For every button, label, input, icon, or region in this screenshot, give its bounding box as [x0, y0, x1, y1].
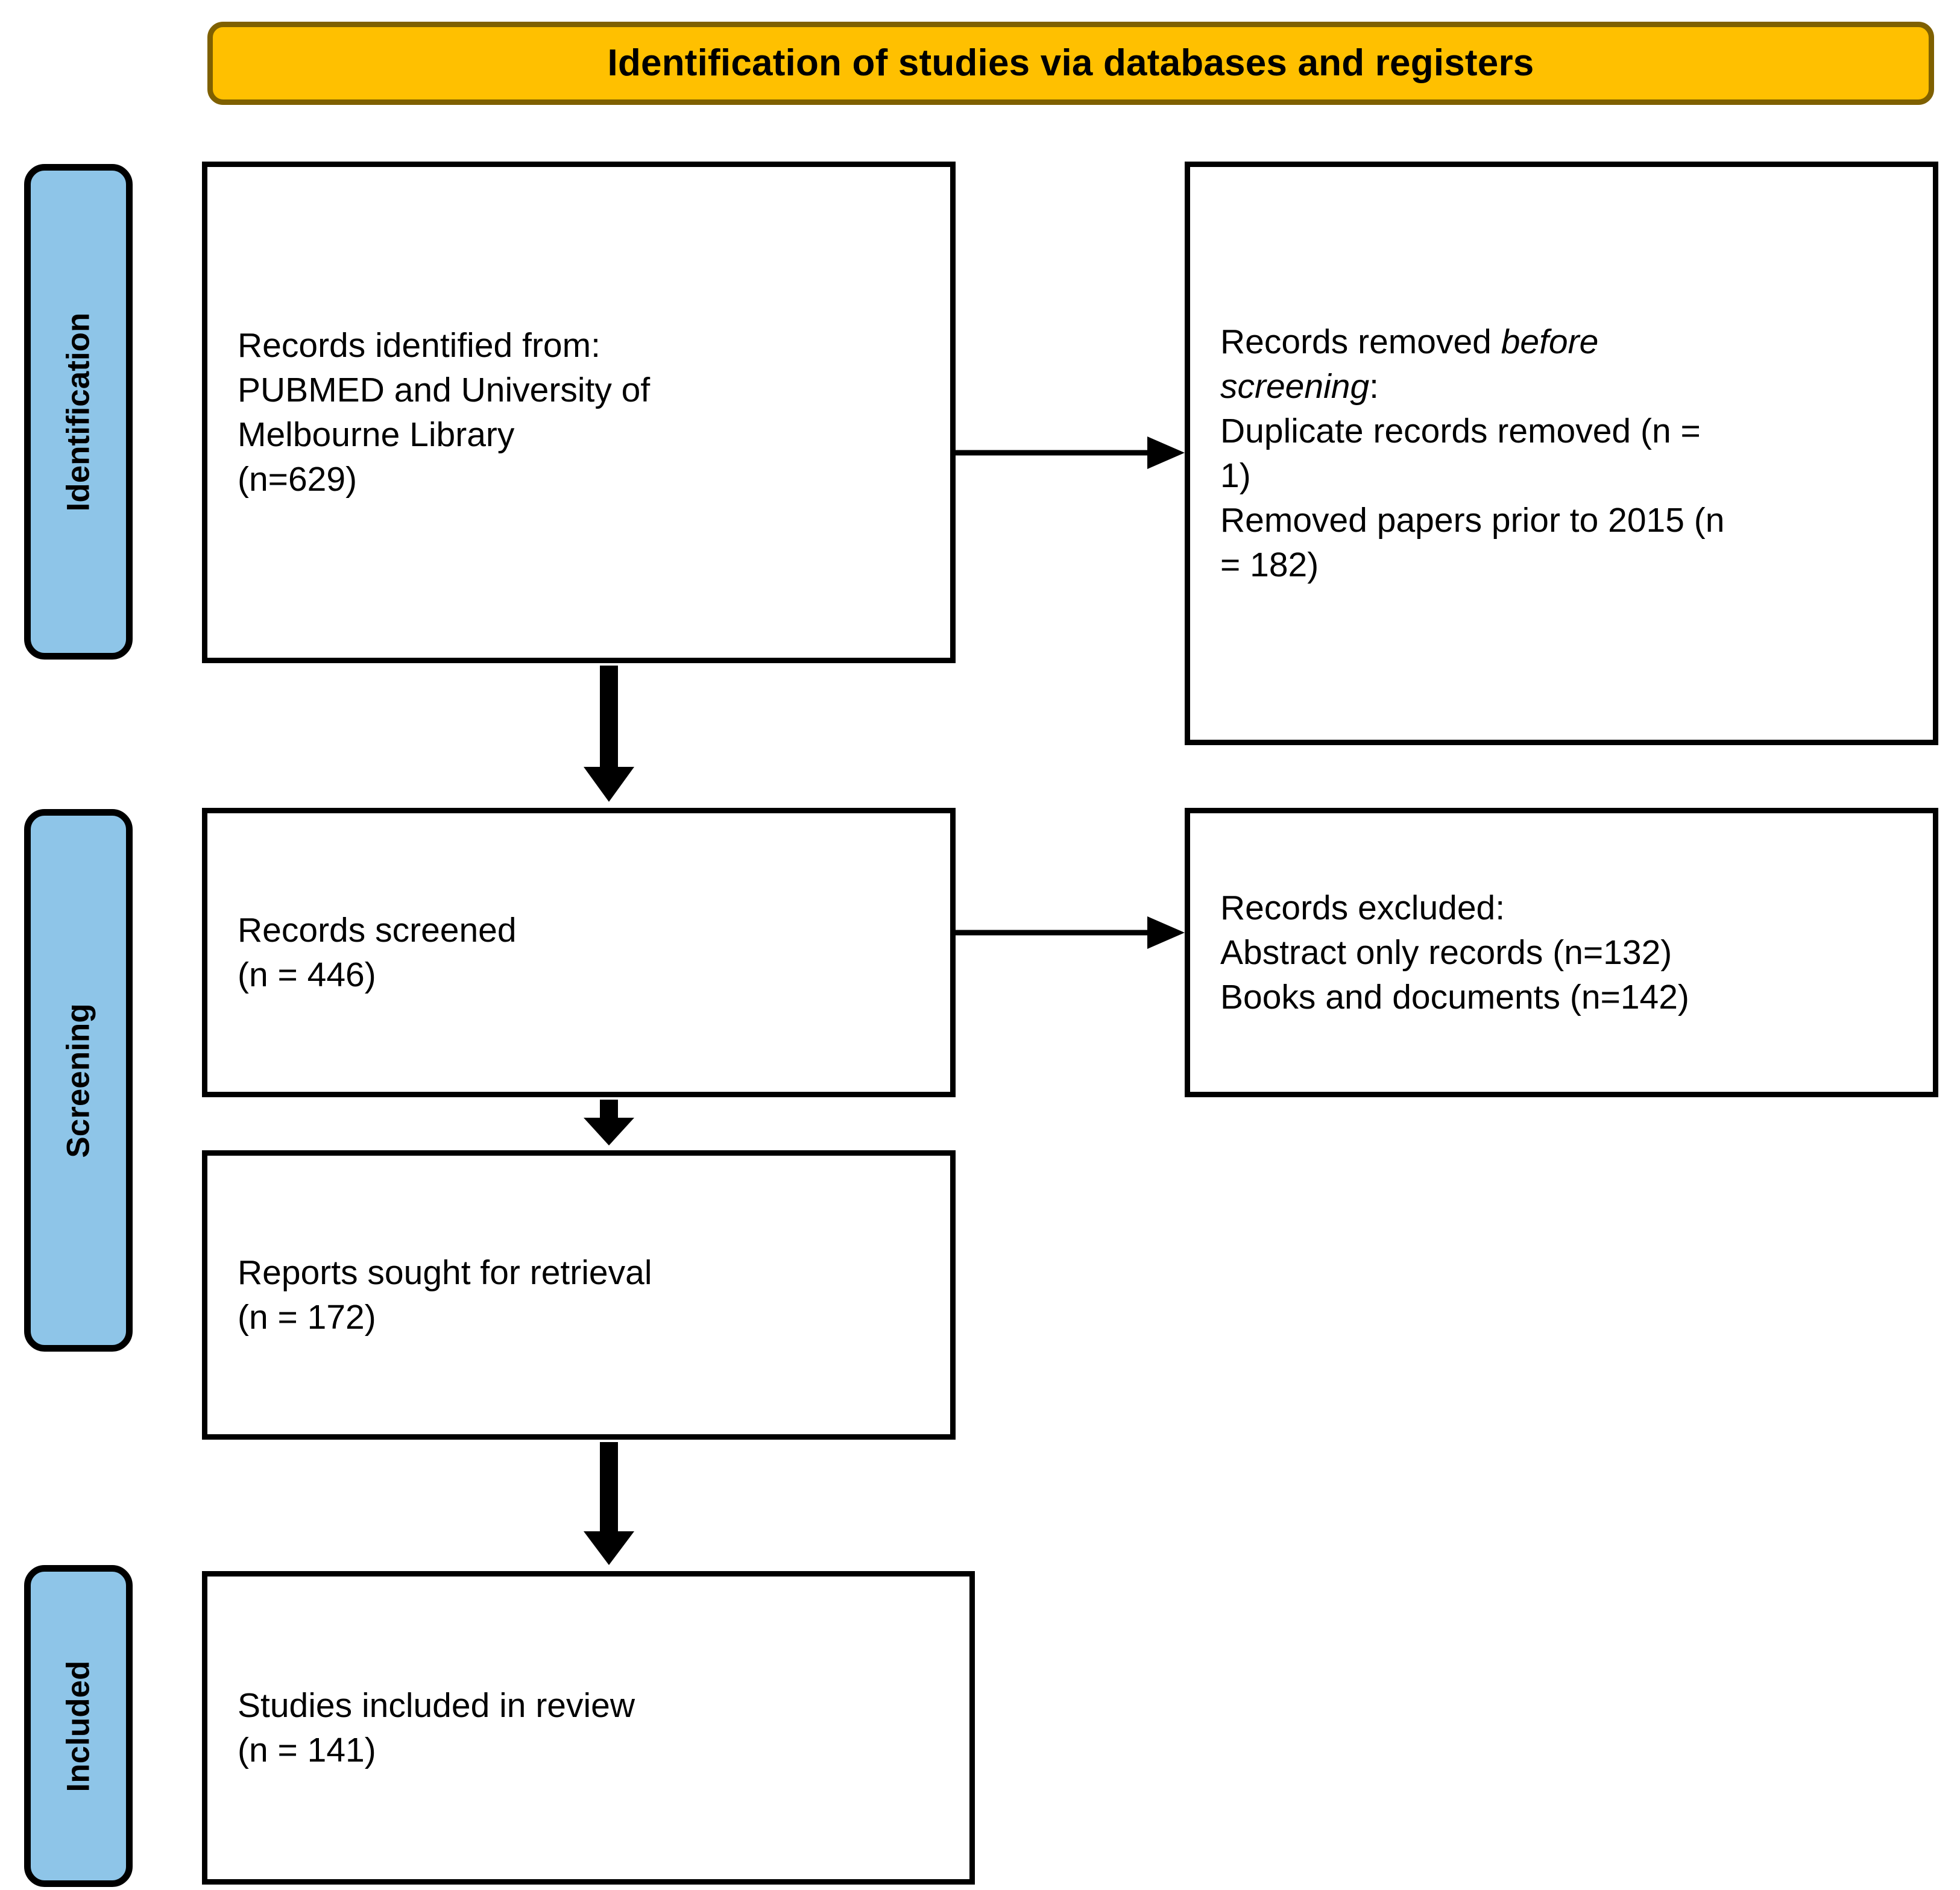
- stage-label-screening: Screening: [24, 809, 133, 1352]
- arrow-identified-to-screened: [567, 666, 651, 805]
- stage-label-screening-text: Screening: [60, 1003, 96, 1158]
- records-excluded-line-3: Books and documents (n=142): [1220, 978, 1689, 1017]
- records-excluded-line-2: Abstract only records (n=132): [1220, 933, 1672, 972]
- studies-included-line-2: (n = 141): [238, 1731, 376, 1769]
- flow-box-reports-sought-for-retrieval: Reports sought for retrieval (n = 172): [202, 1150, 956, 1440]
- records-identified-line-4: (n=629): [238, 460, 358, 499]
- flow-box-studies-included: Studies included in review (n = 141): [202, 1571, 975, 1885]
- records-identified-line-3: Melbourne Library: [238, 415, 515, 454]
- records-removed-line-2-emphasis: screening: [1220, 367, 1370, 406]
- records-removed-line-1-pre: Records removed: [1220, 322, 1501, 361]
- records-removed-line-1-emphasis: before: [1501, 322, 1599, 361]
- records-excluded-line-1: Records excluded:: [1220, 888, 1505, 927]
- flow-box-studies-included-text: Studies included in review (n = 141): [207, 1683, 969, 1772]
- records-screened-line-1: Records screened: [238, 910, 517, 950]
- flow-box-reports-sought-text: Reports sought for retrieval (n = 172): [207, 1250, 950, 1340]
- diagram-title-banner: Identification of studies via databases …: [207, 22, 1934, 105]
- records-removed-line-2: screening:: [1220, 364, 1917, 409]
- flow-box-records-identified-text: Records identified from: PUBMED and Univ…: [207, 323, 950, 502]
- arrow-screened-to-excluded: [956, 912, 1187, 954]
- flow-box-records-identified: Records identified from: PUBMED and Univ…: [202, 162, 956, 663]
- records-removed-line-6: = 182): [1220, 546, 1319, 585]
- arrow-down-icon: [584, 666, 634, 802]
- arrow-right-icon: [956, 916, 1185, 949]
- reports-sought-line-1: Reports sought for retrieval: [238, 1253, 652, 1292]
- records-removed-line-5: Removed papers prior to 2015 (n: [1220, 501, 1725, 540]
- reports-sought-line-2: (n = 172): [238, 1298, 376, 1337]
- flow-box-records-screened: Records screened (n = 446): [202, 808, 956, 1097]
- arrow-screened-to-reports-sought: [567, 1100, 651, 1148]
- records-identified-line-2: PUBMED and University of: [238, 370, 651, 409]
- arrow-down-icon: [584, 1100, 634, 1145]
- arrow-identified-to-removed: [956, 432, 1187, 474]
- stage-label-identification: Identification: [24, 164, 133, 660]
- records-removed-line-4: 1): [1220, 456, 1251, 495]
- arrow-right-icon: [956, 436, 1185, 469]
- stage-label-identification-text: Identification: [60, 312, 96, 511]
- page-title: Identification of studies via databases …: [607, 42, 1534, 84]
- flow-box-records-removed: Records removed before screening: Duplic…: [1185, 162, 1938, 745]
- records-removed-line-1: Records removed before: [1220, 320, 1917, 364]
- records-identified-line-1: Records identified from:: [238, 326, 600, 365]
- flow-box-records-excluded: Records excluded: Abstract only records …: [1185, 808, 1938, 1097]
- flow-box-records-removed-text: Records removed before screening: Duplic…: [1190, 320, 1933, 588]
- flow-box-records-screened-text: Records screened (n = 446): [207, 908, 950, 997]
- records-screened-line-2: (n = 446): [238, 956, 376, 994]
- flow-box-records-excluded-text: Records excluded: Abstract only records …: [1190, 886, 1933, 1019]
- stage-label-included-text: Included: [60, 1660, 96, 1792]
- stage-label-included: Included: [24, 1565, 133, 1887]
- arrow-down-icon: [584, 1442, 634, 1565]
- records-removed-line-3: Duplicate records removed (n =: [1220, 411, 1701, 450]
- studies-included-line-1: Studies included in review: [238, 1686, 635, 1725]
- arrow-reports-sought-to-included: [567, 1442, 651, 1569]
- records-removed-line-2-post: :: [1369, 367, 1379, 406]
